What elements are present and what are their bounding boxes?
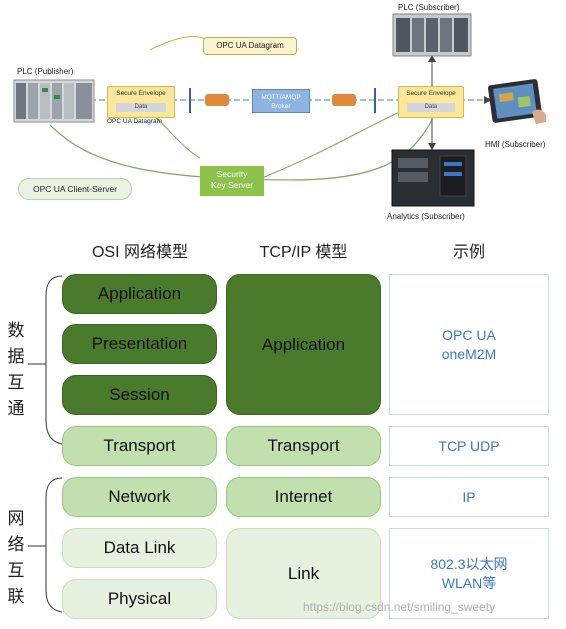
analytics-subscriber-label: Analytics (Subscriber): [387, 212, 465, 221]
watermark: https://blog.csdn.net/smiling_sweety: [303, 600, 496, 614]
arrow-up-head: [428, 55, 436, 62]
example-link: 802.3以太网 WLAN等: [389, 528, 549, 619]
arrow-right-head: [484, 96, 492, 104]
plc-subscriber-label: PLC (Subscriber): [398, 3, 460, 12]
group-char: 网: [7, 509, 25, 528]
plc-subscriber-device: [392, 13, 472, 57]
key-server-line2: Key Server: [210, 180, 254, 190]
right-secure-envelope: Secure Envelope Data: [398, 86, 464, 118]
envelope-data: Data: [116, 103, 166, 112]
group-char: 据: [7, 347, 25, 366]
plc-publisher-label: PLC (Publisher): [17, 67, 74, 76]
security-key-server: Security Key Server: [200, 166, 264, 196]
tcpip-transport-layer: Transport: [226, 426, 381, 466]
lower-group-label: 网 络 互 联: [6, 506, 26, 610]
osi-network-layer: Network: [62, 477, 217, 517]
architecture-diagram: [13, 13, 547, 207]
example-text: 802.3以太网: [430, 555, 508, 572]
envelope-title: Secure Envelope: [116, 90, 166, 97]
plc-publisher-device: [13, 79, 95, 123]
envelope-title: Secure Envelope: [406, 90, 456, 97]
broker-line1: MQTT/AMQP: [261, 94, 301, 101]
packet-left: [205, 94, 229, 106]
hmi-device: [487, 79, 547, 124]
mqtt-broker: MQTT/AMQP Broker: [252, 89, 310, 113]
key-server-link-right: [261, 111, 401, 179]
group-char: 联: [7, 587, 25, 606]
group-char: 通: [7, 399, 25, 418]
osi-session-layer: Session: [62, 375, 217, 415]
example-text: oneM2M: [441, 345, 497, 362]
tcpip-header: TCP/IP 模型: [259, 244, 348, 261]
tcpip-link-layer: Link: [226, 528, 381, 619]
example-text: WLAN等: [441, 574, 497, 591]
tcpip-internet-layer: Internet: [226, 477, 381, 517]
example-application: OPC UA oneM2M: [389, 274, 549, 415]
key-server-line1: Security: [216, 169, 248, 179]
osi-data-link-layer: Data Link: [62, 528, 217, 568]
osi-transport-layer: Transport: [62, 426, 217, 466]
group-char: 互: [7, 373, 25, 392]
example-text: OPC UA: [442, 326, 496, 343]
broker-line2: Broker: [271, 103, 291, 110]
example-transport: TCP UDP: [389, 426, 549, 466]
arrow-down-head: [428, 143, 436, 150]
group-char: 数: [7, 321, 25, 340]
example-internet: IP: [389, 477, 549, 517]
osi-physical-layer: Physical: [62, 579, 217, 619]
group-brackets: [28, 275, 63, 613]
osi-header: OSI 网络模型: [91, 244, 188, 261]
group-char: 互: [7, 561, 25, 580]
example-header: 示例: [452, 244, 485, 261]
left-secure-envelope: Secure Envelope Data: [107, 86, 175, 118]
lower-bracket: [45, 477, 63, 613]
tcpip-application-layer: Application: [226, 274, 381, 415]
hmi-subscriber-label: HMI (Subscriber): [485, 140, 546, 149]
client-server-pill: OPC UA Client-Server: [18, 178, 132, 200]
osi-presentation-layer: Presentation: [62, 324, 217, 364]
upper-group-label: 数 据 互 通: [6, 318, 26, 422]
opc-ua-datagram-callout: OPC UA Datagram: [203, 37, 297, 55]
envelope-caption: OPC UA Datagram: [107, 118, 162, 125]
group-char: 络: [7, 535, 25, 554]
analytics-server-device: [391, 149, 475, 207]
packet-right: [332, 94, 356, 106]
envelope-data: Data: [407, 103, 455, 112]
osi-application-layer: Application: [62, 274, 217, 314]
upper-bracket: [45, 275, 63, 445]
